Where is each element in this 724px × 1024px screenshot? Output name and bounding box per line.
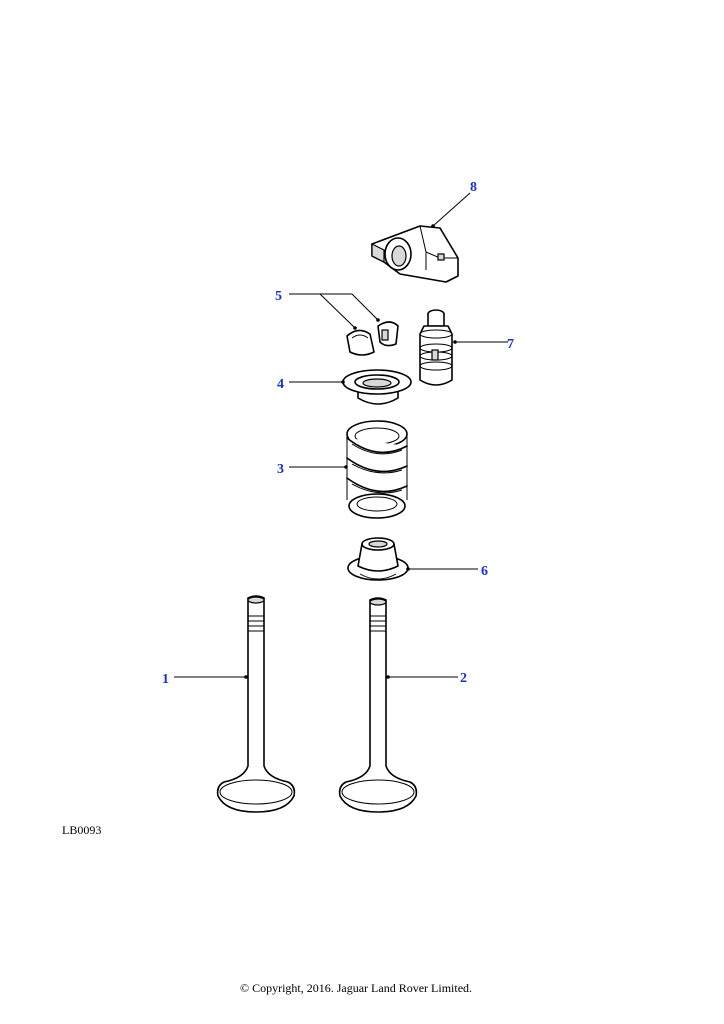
- callout-6[interactable]: 6: [481, 564, 488, 579]
- callout-5[interactable]: 5: [275, 289, 282, 304]
- callout-7[interactable]: 7: [507, 337, 514, 352]
- callout-1[interactable]: 1: [162, 672, 169, 687]
- rocker-arm-part: [371, 225, 459, 283]
- inlet-valve-part: [216, 595, 296, 813]
- copyright-notice: © Copyright, 2016. Jaguar Land Rover Lim…: [239, 981, 473, 995]
- leader-dot-6: [406, 567, 410, 571]
- valve-collets-part: [346, 321, 399, 356]
- leader-dot-2: [386, 675, 390, 679]
- leader-line-8: [432, 192, 471, 227]
- leader-lines: [174, 192, 508, 679]
- valve-spring-cap-part: [342, 369, 412, 405]
- leader-line-5b: [319, 293, 356, 329]
- diagram-reference-code: LB0093: [62, 823, 102, 837]
- leader-dot-4: [341, 380, 345, 384]
- callout-2[interactable]: 2: [460, 671, 467, 686]
- callout-8[interactable]: 8: [470, 180, 477, 195]
- valve-stem-seal-part: [347, 537, 409, 581]
- leader-dot-1: [244, 675, 248, 679]
- leader-dot-5b: [376, 318, 380, 322]
- callout-3[interactable]: 3: [277, 462, 284, 477]
- leader-dot-3: [344, 465, 348, 469]
- hydraulic-tappet-part: [419, 309, 453, 386]
- leader-dot-7: [453, 340, 457, 344]
- callout-4[interactable]: 4: [277, 377, 284, 392]
- valve-spring-part: [346, 420, 408, 519]
- exhaust-valve-part: [338, 597, 418, 813]
- leader-line-5: [289, 293, 379, 321]
- leader-dot-8: [431, 224, 435, 228]
- leader-dot-5a: [353, 326, 357, 330]
